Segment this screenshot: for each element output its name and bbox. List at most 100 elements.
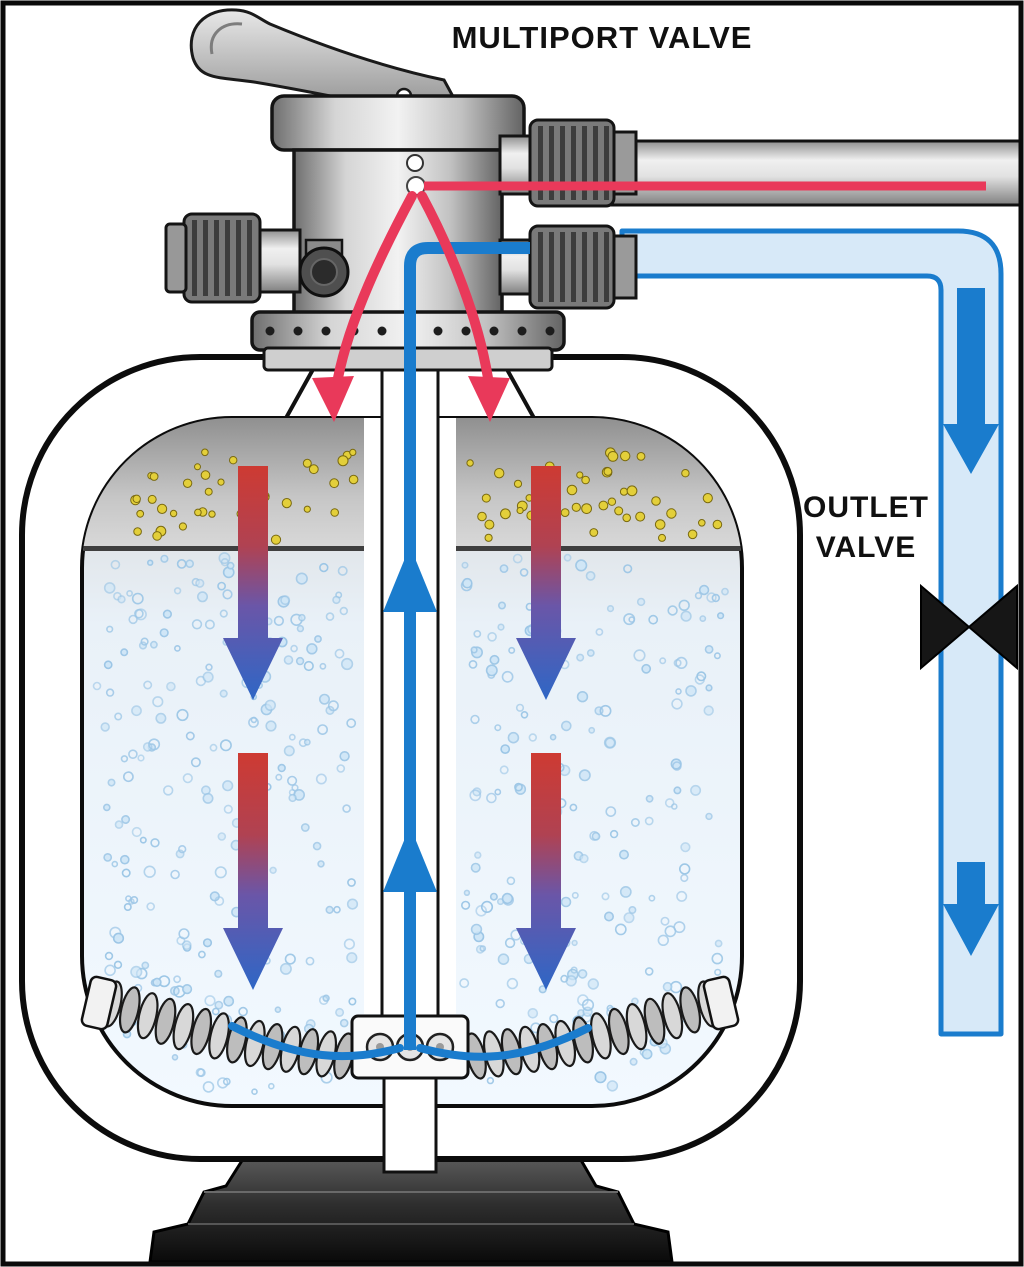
sand-dot (657, 934, 669, 946)
sand-dot (680, 873, 689, 883)
lateral-ring (154, 997, 177, 1045)
sand-dot (219, 609, 228, 618)
sand-dot (662, 981, 673, 992)
gravel-dot (182, 478, 193, 488)
sand-dot (603, 736, 617, 749)
coupling-rib (549, 126, 554, 200)
gravel-dot (666, 508, 677, 519)
sand-dot (295, 572, 308, 585)
sand-dot (461, 577, 473, 589)
sand-dot (714, 968, 722, 976)
sand-dot (303, 660, 314, 672)
coupling-rib (571, 232, 576, 302)
sand-dot (579, 853, 589, 864)
upflow-arrowhead-lower (383, 826, 437, 892)
sand-dot (274, 1006, 282, 1014)
sand-dot (614, 923, 627, 936)
gravel-dot (330, 508, 340, 517)
sand-dot (318, 995, 329, 1006)
sand-dot (514, 782, 523, 792)
gravel-dot (654, 519, 666, 530)
sand-dot (288, 793, 297, 803)
gravel-dot (681, 469, 690, 478)
sand-dot (202, 792, 214, 804)
gravel-dot (619, 487, 629, 496)
gravel-dot (466, 459, 474, 467)
sand-dot (141, 961, 150, 970)
gravel-dot (270, 534, 282, 545)
sand-dot (288, 733, 296, 741)
sand-dot (575, 559, 588, 572)
sand-dot (339, 1018, 349, 1028)
sand-dot (317, 724, 328, 735)
coupling-rib (203, 220, 208, 296)
sand-dot (279, 962, 292, 975)
gravel-dot (636, 452, 646, 461)
sand-dot (202, 1081, 215, 1093)
sand-dot (222, 589, 233, 600)
sand-dot (334, 648, 345, 659)
sand-dot (346, 952, 358, 964)
downflow-arrow-upper-left (223, 466, 283, 700)
right-top-coupling-ribs (538, 126, 609, 200)
coupling-rib (549, 232, 554, 302)
gravel-dot (201, 448, 209, 457)
sand-dot (120, 755, 129, 763)
coupling-rib (571, 126, 576, 200)
sand-dot (205, 663, 213, 671)
sand-dot (211, 1007, 220, 1016)
right-bottom-coupling-cap (612, 234, 638, 300)
sand-dot (704, 645, 714, 654)
sand-dot (111, 860, 119, 868)
sand-dot (676, 890, 688, 902)
sand-dot (489, 654, 500, 665)
sand-dot (671, 698, 683, 710)
sand-dot (204, 995, 216, 1007)
sand-dot (675, 656, 688, 670)
sand-dot (497, 623, 505, 631)
gravel-dot (598, 500, 609, 511)
sand-dot (121, 814, 131, 824)
gravel-dot (281, 498, 292, 509)
gravel-dot (308, 464, 319, 475)
coupling-rib (560, 126, 565, 200)
sand-dot (149, 640, 158, 649)
gravel-dot (702, 493, 713, 504)
sand-dot (314, 635, 322, 643)
sand-dot (196, 1068, 206, 1078)
sand-dot (103, 853, 113, 862)
lateral-arm-left (80, 975, 355, 1080)
sand-dot (114, 820, 124, 829)
sand-dot (496, 898, 504, 906)
sand-dot (146, 902, 155, 911)
sand-dot (667, 605, 678, 616)
sand-dot (214, 1000, 224, 1010)
sand-dot (549, 1013, 559, 1024)
sand-dot (577, 969, 588, 979)
sand-dot (202, 671, 214, 683)
sand-dot (306, 643, 318, 655)
sand-dot (628, 616, 636, 623)
sand-dot (648, 894, 656, 902)
sand-dot (333, 905, 341, 914)
gravel-dots (130, 447, 723, 545)
blue-flow (228, 242, 592, 1061)
sand-dot (152, 696, 164, 708)
sand-dot (703, 705, 714, 716)
sand-dot (143, 865, 156, 878)
lateral-flow-curve-left (228, 1022, 404, 1061)
sand-dot (238, 1006, 248, 1017)
sand-dot (678, 599, 690, 611)
outlet-valve-label-line2: VALVE (816, 531, 917, 564)
sand-dot (112, 932, 125, 944)
sand-dot (629, 1057, 638, 1066)
sand-dot (494, 724, 502, 732)
sand-dot (506, 977, 519, 990)
sand-dot (103, 803, 111, 812)
sand-dot (182, 773, 193, 784)
sand-dot (470, 646, 478, 654)
flange-bolt (265, 326, 275, 336)
valve-top-cap (270, 94, 526, 152)
sand-dot (159, 628, 169, 638)
